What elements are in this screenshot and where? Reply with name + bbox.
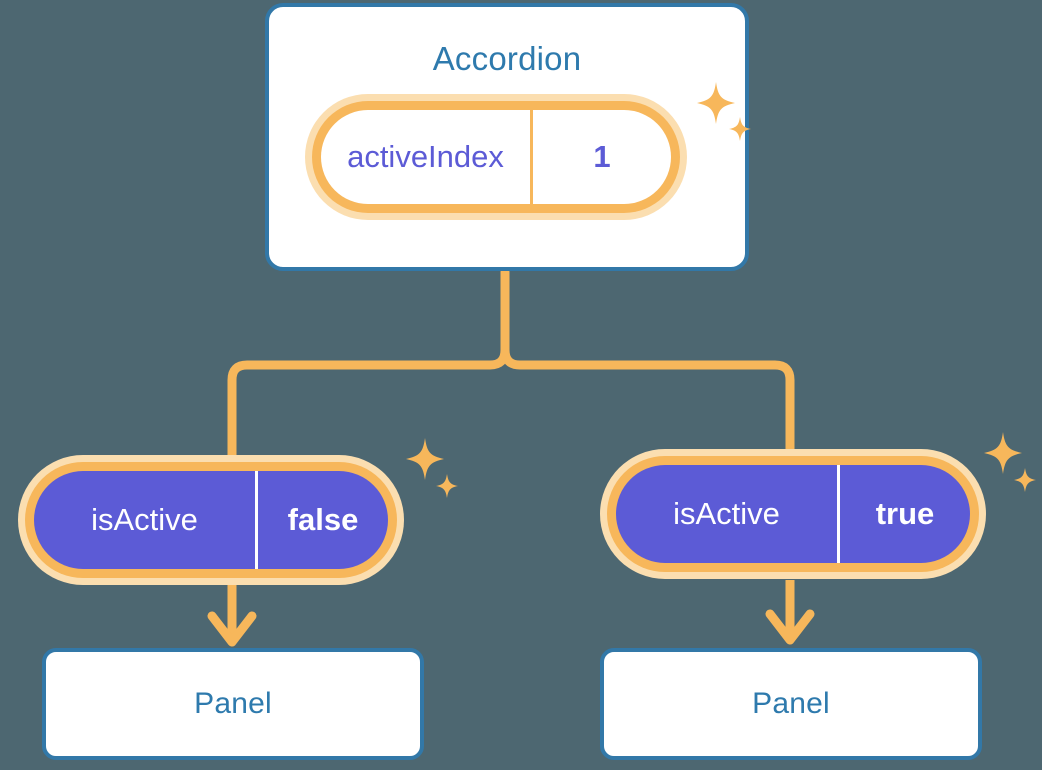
state-pill-activeindex[interactable]: activeIndex 1 [305, 94, 687, 220]
component-card-panel-left[interactable]: Panel [42, 648, 424, 760]
component-title-accordion: Accordion [432, 40, 582, 77]
state-pill-isactive-false[interactable]: isActive false [18, 455, 404, 585]
state-value-isactive-left: false [287, 502, 359, 537]
state-key-isactive-left: isActive [34, 471, 258, 569]
connector-branch-left [227, 345, 510, 465]
component-title-panel-right: Panel [752, 687, 830, 720]
arrow-down-icon-right [765, 580, 815, 645]
state-key-activeindex: activeIndex [321, 110, 533, 204]
component-card-panel-right[interactable]: Panel [600, 648, 982, 760]
sparkle-icon-right [978, 432, 1038, 504]
pill-body: isActive false [34, 471, 388, 569]
state-value-isactive-right: true [875, 496, 935, 531]
arrow-down-icon-left [207, 585, 257, 647]
state-pill-isactive-true[interactable]: isActive true [600, 449, 986, 579]
connector-branch-right [500, 345, 795, 460]
pill-body: isActive true [616, 465, 970, 563]
pill-body: activeIndex 1 [321, 110, 671, 204]
state-value-activeindex: 1 [593, 139, 611, 174]
state-key-isactive-right: isActive [616, 465, 840, 563]
sparkle-icon-left [400, 438, 460, 510]
component-title-panel-left: Panel [194, 687, 272, 720]
